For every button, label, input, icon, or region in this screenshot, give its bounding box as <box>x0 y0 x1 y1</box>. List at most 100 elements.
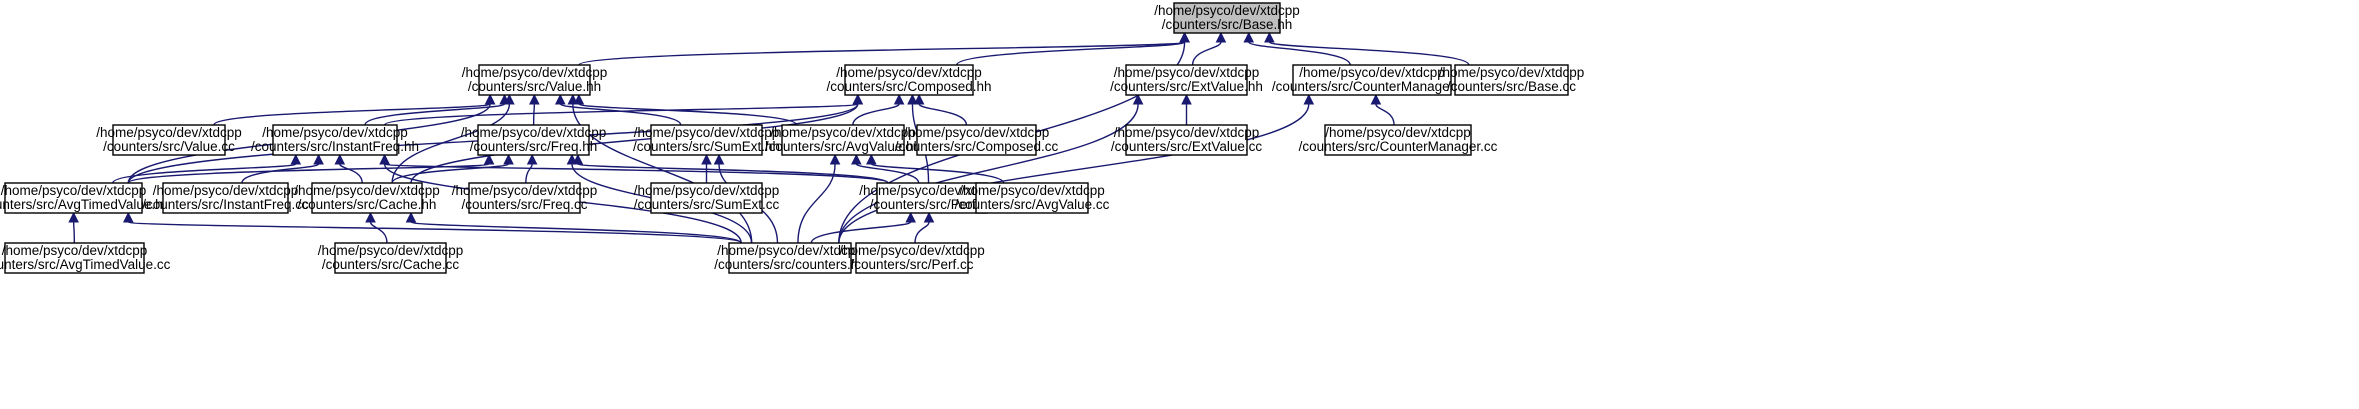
edge-arrowhead <box>1215 31 1227 43</box>
node-sumext-hh[interactable]: /home/psyco/dev/xtdcpp/counters/src/SumE… <box>633 124 780 156</box>
edge-perf_hh-to-freq_hh <box>572 153 889 184</box>
edge-line <box>112 163 297 184</box>
edge-line <box>870 163 1005 184</box>
edge-counters_hh-to-avgtimedvalue_hh <box>122 211 742 244</box>
edge-line <box>391 163 510 184</box>
edge-avgtimedvalue_cc-to-avgtimedvalue_hh <box>68 211 79 244</box>
node-base-cc[interactable]: /home/psyco/dev/xtdcpp/counters/src/Base… <box>1439 64 1585 96</box>
edge-arrowhead <box>713 153 725 165</box>
node-box <box>844 64 974 96</box>
edge-layer <box>68 31 1470 244</box>
edge-arrowhead <box>701 153 712 165</box>
node-composed-cc[interactable]: /home/psyco/dev/xtdcpp/counters/src/Comp… <box>895 124 1059 156</box>
edge-arrowhead <box>905 211 917 223</box>
edge-arrowhead <box>893 93 905 105</box>
node-file-line: /counters/src/Perf.cc <box>850 257 973 272</box>
node-path-line: /home/psyco/dev/xtdcpp <box>904 125 1050 140</box>
node-counters-hh[interactable]: /home/psyco/dev/xtdcpp/counters/src/coun… <box>714 242 866 274</box>
edge-arrowhead <box>122 211 134 223</box>
node-file-line: /counters/src/AvgValue.cc <box>955 197 1110 212</box>
node-extvalue-hh[interactable]: /home/psyco/dev/xtdcpp/counters/src/ExtV… <box>1110 64 1263 96</box>
node-instantfreq-hh[interactable]: /home/psyco/dev/xtdcpp/counters/src/Inst… <box>251 124 419 156</box>
node-path-line: /home/psyco/dev/xtdcpp <box>1114 65 1260 80</box>
node-path-line: /home/psyco/dev/xtdcpp <box>717 243 863 258</box>
node-path-line: /home/psyco/dev/xtdcpp <box>462 65 608 80</box>
node-avgvalue-hh[interactable]: /home/psyco/dev/xtdcpp/counters/src/AvgV… <box>765 124 921 156</box>
edge-line <box>72 221 76 244</box>
node-perf-hh[interactable]: /home/psyco/dev/xtdcpp/counters/src/Perf… <box>859 182 1005 214</box>
node-box <box>334 242 447 274</box>
node-file-line: /counters/src/Value.hh <box>468 79 601 94</box>
edge-arrowhead <box>913 93 925 105</box>
node-sumext-cc[interactable]: /home/psyco/dev/xtdcpp/counters/src/SumE… <box>634 182 780 214</box>
edge-cache_cc-to-cache_hh <box>365 211 388 244</box>
edge-arrowhead <box>483 153 495 165</box>
node-cache-cc[interactable]: /home/psyco/dev/xtdcpp/counters/src/Cach… <box>318 242 464 274</box>
edge-counters_hh-to-extvalue_hh <box>838 93 1144 244</box>
node-path-line: /home/psyco/dev/xtdcpp <box>1 183 147 198</box>
node-file-line: /counters/src/SumExt.hh <box>633 139 780 154</box>
node-instantfreq-cc[interactable]: /home/psyco/dev/xtdcpp/counters/src/Inst… <box>142 182 309 214</box>
node-file-line: /counters/src/Composed.hh <box>826 79 991 94</box>
edge-arrowhead <box>923 211 935 223</box>
edge-line <box>383 163 889 184</box>
edge-line <box>1248 41 1351 66</box>
node-box <box>650 124 763 156</box>
edge-avgvalue_hh-to-composed_hh <box>852 93 905 126</box>
node-value-cc[interactable]: /home/psyco/dev/xtdcpp/counters/src/Valu… <box>96 124 242 156</box>
edge-line <box>838 103 1139 244</box>
edge-line <box>838 103 1310 244</box>
edge-line <box>852 103 900 126</box>
node-box <box>1125 64 1248 96</box>
node-path-line: /home/psyco/dev/xtdcpp <box>770 125 916 140</box>
edge-arrowhead <box>529 93 540 105</box>
node-value-hh[interactable]: /home/psyco/dev/xtdcpp/counters/src/Valu… <box>462 64 608 96</box>
node-box <box>272 124 398 156</box>
edge-line <box>855 163 920 184</box>
node-layer: /home/psyco/dev/xtdcpp/counters/src/Base… <box>0 2 1585 274</box>
node-composed-hh[interactable]: /home/psyco/dev/xtdcpp/counters/src/Comp… <box>826 64 992 96</box>
node-box <box>1324 124 1472 156</box>
node-countermanager-hh[interactable]: /home/psyco/dev/xtdcpp/counters/src/Coun… <box>1272 64 1472 96</box>
edge-perf_hh-to-avgvalue_hh <box>851 153 920 184</box>
node-box <box>855 242 969 274</box>
node-perf-cc[interactable]: /home/psyco/dev/xtdcpp/counters/src/Perf… <box>839 242 985 274</box>
node-cache-hh[interactable]: /home/psyco/dev/xtdcpp/counters/src/Cach… <box>294 182 440 214</box>
node-file-line: /counters/src/Base.cc <box>1447 79 1576 94</box>
edge-composed_hh-to-base_hh <box>956 31 1190 66</box>
node-avgtimedvalue-cc[interactable]: /home/psyco/dev/xtdcpp/counters/src/AvgT… <box>0 242 171 274</box>
node-box <box>876 182 988 214</box>
node-path-line: /home/psyco/dev/xtdcpp <box>859 183 1005 198</box>
edge-line <box>577 163 889 184</box>
edge-line <box>525 163 533 184</box>
node-path-line: /home/psyco/dev/xtdcpp <box>1154 3 1300 18</box>
edge-counters_hh-to-avgvalue_hh <box>797 153 841 244</box>
node-path-line: /home/psyco/dev/xtdcpp <box>634 125 780 140</box>
edge-arrowhead <box>290 153 302 165</box>
edge-line <box>578 41 1186 66</box>
node-freq-cc[interactable]: /home/psyco/dev/xtdcpp/counters/src/Freq… <box>452 182 598 214</box>
edge-line <box>810 221 912 244</box>
node-path-line: /home/psyco/dev/xtdcpp <box>2 243 148 258</box>
node-path-line: /home/psyco/dev/xtdcpp <box>1439 65 1585 80</box>
node-file-line: /counters/src/Cache.hh <box>298 197 437 212</box>
node-extvalue-cc[interactable]: /home/psyco/dev/xtdcpp/counters/src/ExtV… <box>1111 124 1263 156</box>
node-path-line: /home/psyco/dev/xtdcpp <box>452 183 598 198</box>
edge-counters_hh-to-countermanager_hh <box>838 93 1315 244</box>
node-box <box>728 242 852 274</box>
node-countermanager-cc[interactable]: /home/psyco/dev/xtdcpp/counters/src/Coun… <box>1299 124 1498 156</box>
edge-line <box>956 41 1186 66</box>
node-box <box>1173 2 1281 34</box>
node-path-line: /home/psyco/dev/xtdcpp <box>96 125 242 140</box>
edge-arrowhead <box>1181 93 1192 105</box>
node-avgtimedvalue-hh[interactable]: /home/psyco/dev/xtdcpp/counters/src/AvgT… <box>0 182 170 214</box>
node-avgvalue-cc[interactable]: /home/psyco/dev/xtdcpp/counters/src/AvgV… <box>955 182 1110 214</box>
edge-perf_cc-to-perf_hh <box>914 211 935 244</box>
node-file-line: /counters/src/SumExt.cc <box>634 197 780 212</box>
edge-line <box>339 163 363 184</box>
edge-cache_hh-to-instantfreq_hh <box>334 153 363 184</box>
node-file-line: /counters/src/AvgTimedValue.cc <box>0 257 171 272</box>
node-freq-hh[interactable]: /home/psyco/dev/xtdcpp/counters/src/Freq… <box>461 124 607 156</box>
node-path-line: /home/psyco/dev/xtdcpp <box>959 183 1105 198</box>
edge-counters_hh-to-cache_hh <box>405 211 742 244</box>
